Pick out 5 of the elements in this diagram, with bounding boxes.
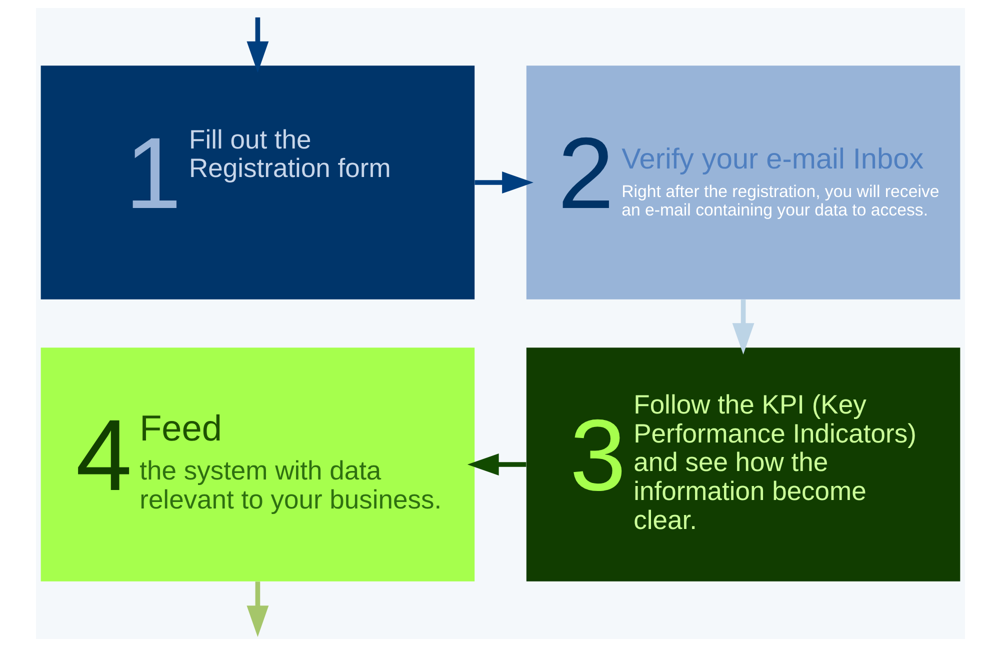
arrow: [732, 300, 754, 354]
arrow: [466, 453, 526, 476]
arrow: [246, 17, 268, 73]
arrow: [474, 172, 533, 194]
arrow: [246, 582, 268, 637]
